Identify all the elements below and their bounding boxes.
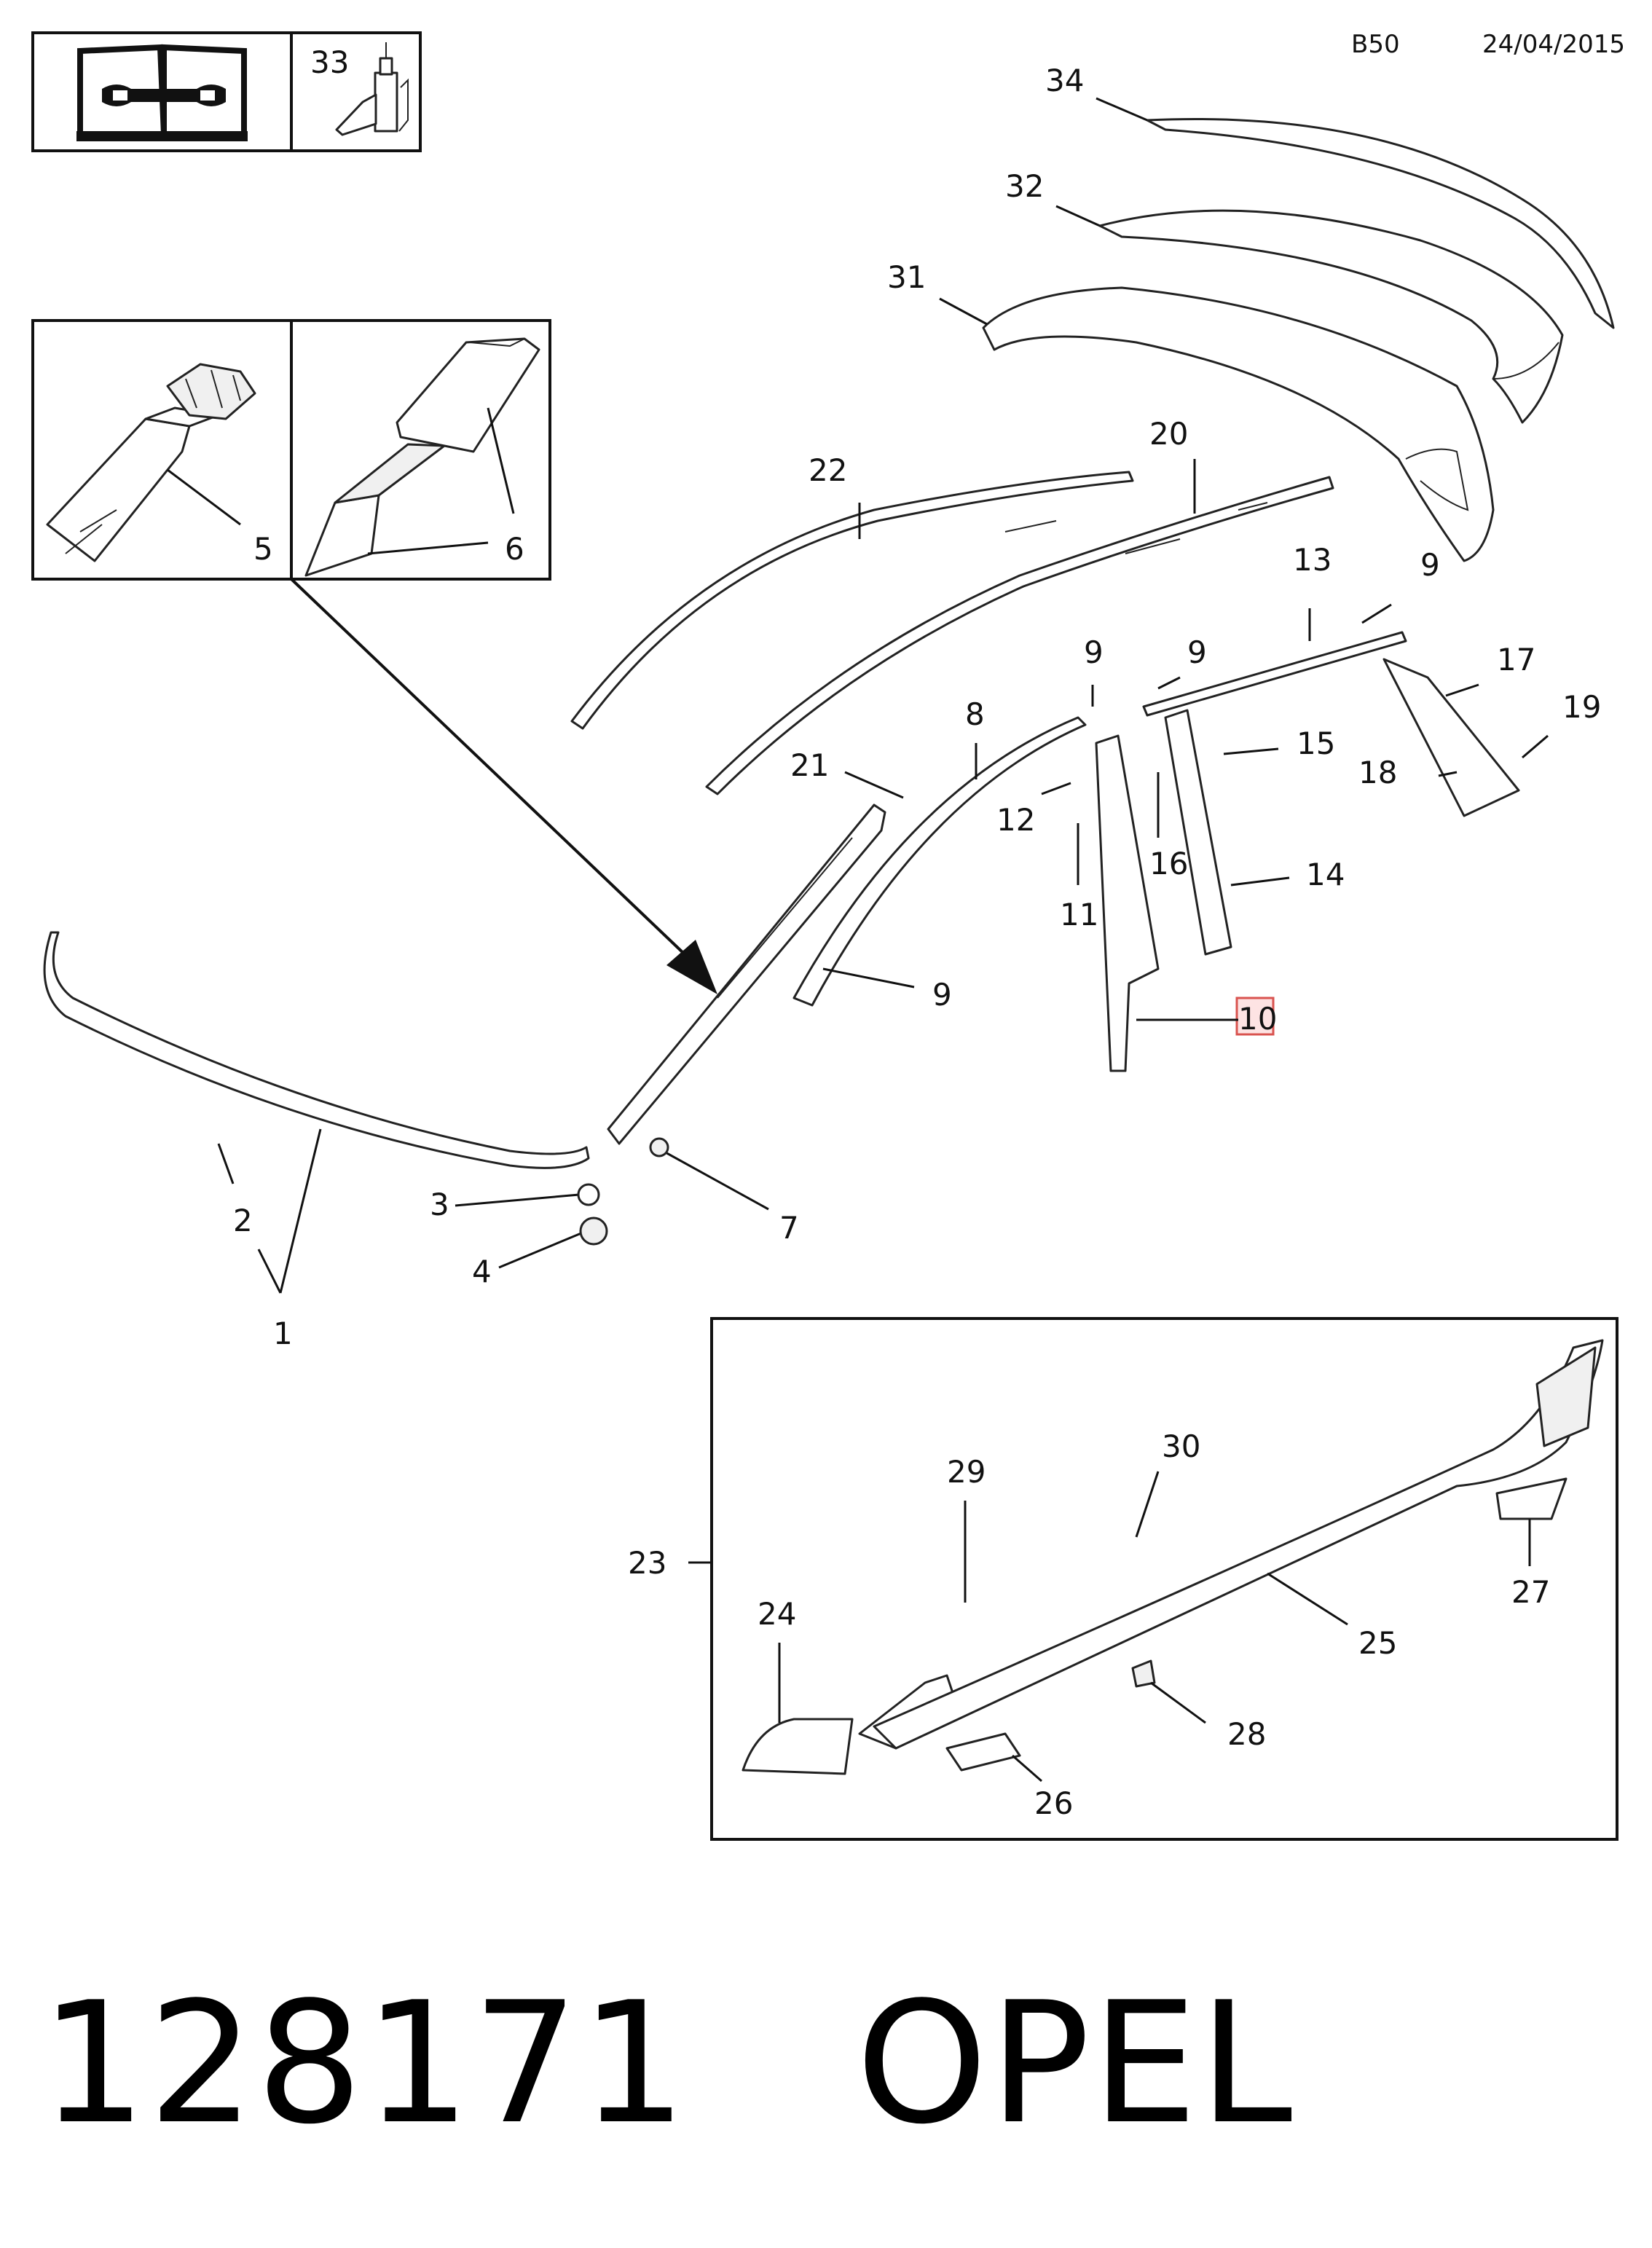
window-trims bbox=[792, 631, 1520, 1072]
part-number: 128171 bbox=[40, 1967, 688, 2161]
callout-34: 34 bbox=[1045, 63, 1084, 98]
callout-3: 3 bbox=[430, 1187, 449, 1222]
callout-5: 5 bbox=[253, 531, 273, 567]
callout-29: 29 bbox=[947, 1454, 986, 1490]
callout-1: 1 bbox=[273, 1316, 293, 1351]
a-pillar-trim bbox=[607, 803, 886, 1145]
manual-and-adhesive-box: 33 bbox=[31, 31, 422, 152]
callout-12: 12 bbox=[996, 802, 1035, 838]
callout-21: 21 bbox=[790, 747, 829, 783]
callout-13: 13 bbox=[1293, 542, 1332, 578]
callout-9a: 9 bbox=[1420, 547, 1440, 583]
callout-7: 7 bbox=[779, 1210, 799, 1246]
callout-18: 18 bbox=[1358, 755, 1397, 790]
callout-33: 33 bbox=[310, 44, 349, 80]
callout-14: 14 bbox=[1306, 857, 1345, 892]
detail-inset bbox=[31, 319, 551, 581]
roof-rails bbox=[570, 471, 1334, 795]
callout-20: 20 bbox=[1149, 416, 1188, 452]
callout-31: 31 bbox=[887, 259, 926, 295]
callout-6: 6 bbox=[505, 531, 524, 567]
callout-9c: 9 bbox=[1187, 634, 1207, 670]
rocker-panel-inset bbox=[710, 1317, 1618, 1841]
callout-25: 25 bbox=[1358, 1625, 1397, 1661]
callout-27: 27 bbox=[1511, 1574, 1550, 1610]
callout-2: 2 bbox=[233, 1203, 253, 1238]
callout-19: 19 bbox=[1562, 689, 1601, 725]
windshield-moulding bbox=[43, 931, 590, 1169]
callout-10: 10 bbox=[1238, 1001, 1277, 1037]
callout-9b: 9 bbox=[1084, 634, 1104, 670]
callout-10-highlight bbox=[1235, 997, 1275, 1036]
callout-11: 11 bbox=[1060, 897, 1098, 932]
callout-26: 26 bbox=[1034, 1785, 1073, 1821]
callout-32: 32 bbox=[1005, 168, 1044, 204]
diagram-code: B50 bbox=[1351, 30, 1400, 59]
callout-22: 22 bbox=[809, 452, 847, 488]
roof-spoilers bbox=[982, 118, 1615, 562]
repair-manual-icon bbox=[76, 44, 248, 141]
callout-28: 28 bbox=[1227, 1716, 1266, 1752]
callout-8: 8 bbox=[965, 696, 985, 732]
callout-30: 30 bbox=[1162, 1428, 1200, 1464]
footer: 128171 OPEL bbox=[40, 1967, 1294, 2161]
adhesive-bottle-icon bbox=[335, 42, 409, 136]
callout-24: 24 bbox=[758, 1596, 796, 1632]
callout-4: 4 bbox=[472, 1254, 492, 1289]
callout-9d: 9 bbox=[932, 977, 952, 1013]
diagram-date: 24/04/2015 bbox=[1482, 30, 1625, 59]
callout-23: 23 bbox=[628, 1545, 666, 1581]
callout-17: 17 bbox=[1497, 642, 1535, 677]
brand-name: OPEL bbox=[856, 1967, 1294, 2161]
callout-15: 15 bbox=[1297, 726, 1335, 761]
callout-16: 16 bbox=[1149, 846, 1188, 881]
